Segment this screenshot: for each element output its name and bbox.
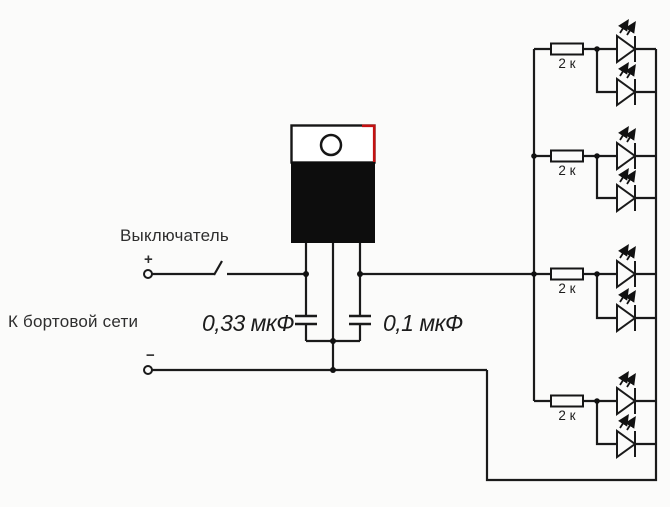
regulator-legs [304, 243, 362, 370]
main-junction-dots [303, 271, 363, 373]
junction-dot [594, 271, 600, 277]
led-icon [617, 247, 635, 287]
led-icon [617, 291, 635, 331]
power-input-section: Выключатель + К бортовой сети − [8, 226, 487, 375]
resistor-value: 2 к [558, 56, 575, 71]
junction-dot [330, 367, 336, 373]
supply-label: К бортовой сети [8, 312, 138, 331]
regulator-body [291, 162, 375, 243]
junction-dot [357, 271, 363, 277]
led-group-3-wires [534, 272, 656, 320]
led-icon [617, 129, 635, 169]
capacitor2-icon [349, 314, 371, 326]
led-icon [617, 171, 635, 211]
led-group-4: 2 к [534, 374, 656, 457]
filter-capacitors: 0,33 мкФ 0,1 мкФ [202, 310, 463, 343]
capacitor1-icon [295, 314, 317, 326]
resistor-value: 2 к [558, 408, 575, 423]
resistor-icon [550, 149, 584, 163]
led-group-1: 2 к [534, 22, 656, 105]
junction-dot [594, 46, 600, 52]
led-group-3: 2 к [531, 247, 656, 331]
resistor-icon [550, 267, 584, 281]
switch-icon [213, 260, 223, 276]
ground-return-wire [485, 49, 658, 482]
led-group-2: 2 к [531, 129, 656, 211]
led-icon [617, 65, 635, 105]
led-icon [617, 22, 635, 62]
minus-terminal-icon [143, 365, 153, 375]
minus-sign-label: − [146, 347, 155, 364]
junction-dot [303, 271, 309, 277]
plus-terminal-icon [143, 269, 153, 279]
mounting-hole-icon [319, 133, 343, 157]
junction-dot [531, 271, 537, 277]
resistor-icon [550, 394, 584, 408]
junction-dot [330, 338, 336, 344]
junction-dot [594, 398, 600, 404]
capacitor1-value: 0,33 мкФ [202, 310, 294, 336]
junction-dot [531, 153, 537, 159]
distribution-rails [360, 49, 658, 482]
plus-sign-label: + [144, 251, 153, 268]
junction-dot [594, 153, 600, 159]
led-icon [617, 417, 635, 457]
led-icon [617, 374, 635, 414]
capacitor2-value: 0,1 мкФ [383, 310, 463, 336]
resistor-icon [550, 42, 584, 56]
switch-label: Выключатель [120, 226, 229, 245]
resistor-value: 2 к [558, 163, 575, 178]
voltage-regulator-to220 [290, 124, 376, 370]
resistor-value: 2 к [558, 281, 575, 296]
regulator-tab-red-edge [362, 124, 376, 162]
